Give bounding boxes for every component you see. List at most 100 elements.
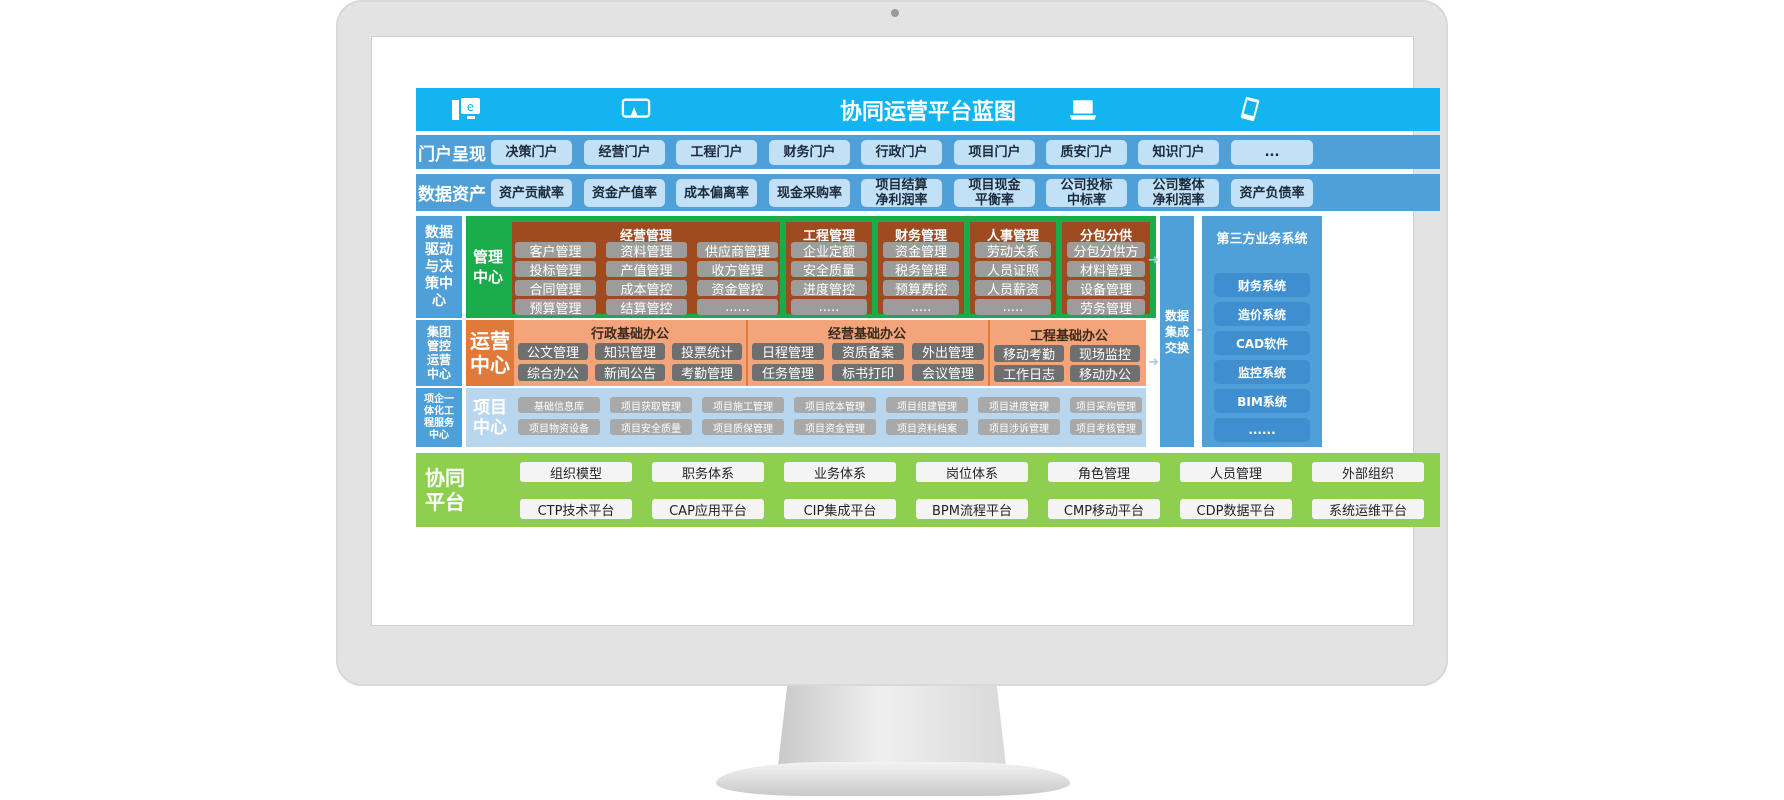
data-asset-item[interactable]: 资金产值率 <box>584 179 665 207</box>
project-item[interactable]: 项目施工管理 <box>702 397 784 413</box>
system-item[interactable]: ...... <box>1214 418 1310 442</box>
ops-item[interactable]: 外出管理 <box>912 343 984 361</box>
mgmt-item[interactable]: 分包分供方 <box>1067 242 1145 260</box>
mgmt-item[interactable]: 材料管理 <box>1067 261 1145 279</box>
ops-item[interactable]: 公文管理 <box>518 343 588 361</box>
mgmt-item[interactable]: 预算费控 <box>883 280 959 298</box>
portal-item[interactable]: 经营门户 <box>584 140 665 165</box>
mgmt-item[interactable]: 供应商管理 <box>697 242 778 260</box>
project-item[interactable]: 项目资料档案 <box>886 419 968 435</box>
ops-item[interactable]: 考勤管理 <box>672 364 742 382</box>
project-item[interactable]: 项目涉诉管理 <box>978 419 1060 435</box>
project-item[interactable]: 项目成本管理 <box>794 397 876 413</box>
mgmt-item[interactable]: 产值管理 <box>606 261 687 279</box>
platform-item[interactable]: 系统运维平台 <box>1312 499 1424 519</box>
mgmt-item[interactable]: 资金管理 <box>883 242 959 260</box>
platform-item[interactable]: 组织模型 <box>520 462 632 482</box>
data-asset-item[interactable]: 公司整体 净利润率 <box>1138 178 1219 208</box>
project-item[interactable]: 项目采购管理 <box>1070 397 1142 413</box>
data-asset-item[interactable]: 资产负债率 <box>1231 179 1313 207</box>
project-item[interactable]: 项目资金管理 <box>794 419 876 435</box>
mgmt-item[interactable]: 税务管理 <box>883 261 959 279</box>
data-asset-item[interactable]: 项目结算 净利润率 <box>861 178 942 208</box>
platform-item[interactable]: BPM流程平台 <box>916 499 1028 519</box>
ops-item[interactable]: 任务管理 <box>752 364 824 382</box>
portal-item[interactable]: 财务门户 <box>769 140 850 165</box>
ops-item[interactable]: 日程管理 <box>752 343 824 361</box>
ops-item[interactable]: 综合办公 <box>518 364 588 382</box>
platform-item[interactable]: 人员管理 <box>1180 462 1292 482</box>
mgmt-item[interactable]: 结算管控 <box>606 299 687 317</box>
project-item[interactable]: 基础信息库 <box>518 397 600 413</box>
portal-item[interactable]: ... <box>1231 140 1313 165</box>
mgmt-item[interactable]: 劳动关系 <box>975 242 1051 260</box>
platform-item[interactable]: CTP技术平台 <box>520 499 632 519</box>
platform-item[interactable]: 角色管理 <box>1048 462 1160 482</box>
mgmt-item[interactable]: 客户管理 <box>515 242 596 260</box>
mgmt-item[interactable]: 预算管理 <box>515 299 596 317</box>
ops-item[interactable]: 工作日志 <box>994 365 1064 383</box>
mgmt-item[interactable]: 成本管控 <box>606 280 687 298</box>
mgmt-item[interactable]: 企业定额 <box>791 242 867 260</box>
mgmt-item[interactable]: 安全质量 <box>791 261 867 279</box>
project-item[interactable]: 项目质保管理 <box>702 419 784 435</box>
system-item[interactable]: 财务系统 <box>1214 273 1310 297</box>
data-asset-item[interactable]: 项目现金 平衡率 <box>954 178 1035 208</box>
data-asset-item[interactable]: 公司投标 中标率 <box>1046 178 1127 208</box>
mgmt-item[interactable]: 劳务管理 <box>1067 299 1145 317</box>
system-item[interactable]: 造价系统 <box>1214 302 1310 326</box>
system-item[interactable]: 监控系统 <box>1214 360 1310 384</box>
ops-item[interactable]: 资质备案 <box>832 343 904 361</box>
collab-platform: 协同 平台 组织模型 职务体系 业务体系 岗位体系 角色管理 人员管理 外部组织… <box>416 453 1440 527</box>
platform-item[interactable]: 岗位体系 <box>916 462 1028 482</box>
mgmt-item[interactable]: ..... <box>883 299 959 315</box>
ops-item[interactable]: 投票统计 <box>672 343 742 361</box>
project-item[interactable]: 项目获取管理 <box>610 397 692 413</box>
portal-item[interactable]: 质安门户 <box>1046 140 1127 165</box>
ops-item[interactable]: 知识管理 <box>595 343 665 361</box>
data-assets-row: 数据资产 资产贡献率 资金产值率 成本偏离率 现金采购率 项目结算 净利润率 项… <box>416 174 1440 211</box>
mgmt-item[interactable]: 人员薪资 <box>975 280 1051 298</box>
data-asset-item[interactable]: 现金采购率 <box>769 179 850 207</box>
platform-item[interactable]: CIP集成平台 <box>784 499 896 519</box>
project-item[interactable]: 项目安全质量 <box>610 419 692 435</box>
project-item[interactable]: 项目考核管理 <box>1070 419 1142 435</box>
panel-hr-management: 人事管理 劳动关系 人员证照 人员薪资 ..... <box>968 220 1058 316</box>
mgmt-item[interactable]: ..... <box>975 299 1051 315</box>
mgmt-item[interactable]: 投标管理 <box>515 261 596 279</box>
ops-item[interactable]: 移动办公 <box>1070 365 1140 383</box>
project-item[interactable]: 项目进度管理 <box>978 397 1060 413</box>
platform-item[interactable]: 外部组织 <box>1312 462 1424 482</box>
project-item[interactable]: 项目物资设备 <box>518 419 600 435</box>
data-asset-item[interactable]: 资产贡献率 <box>491 179 572 207</box>
platform-item[interactable]: CAP应用平台 <box>652 499 764 519</box>
platform-item[interactable]: 职务体系 <box>652 462 764 482</box>
ops-item[interactable]: 现场监控 <box>1070 345 1140 363</box>
platform-item[interactable]: CDP数据平台 <box>1180 499 1292 519</box>
mgmt-item[interactable]: 设备管理 <box>1067 280 1145 298</box>
mgmt-item[interactable]: 资料管理 <box>606 242 687 260</box>
mgmt-item[interactable]: 进度管控 <box>791 280 867 298</box>
portal-item[interactable]: 项目门户 <box>954 140 1035 165</box>
mgmt-item[interactable]: 人员证照 <box>975 261 1051 279</box>
ops-item[interactable]: 标书打印 <box>832 364 904 382</box>
mgmt-item[interactable]: ..... <box>791 299 867 315</box>
project-item[interactable]: 项目组建管理 <box>886 397 968 413</box>
mgmt-item[interactable]: 收方管理 <box>697 261 778 279</box>
mgmt-item[interactable]: 资金管控 <box>697 280 778 298</box>
platform-item[interactable]: 业务体系 <box>784 462 896 482</box>
platform-item[interactable]: CMP移动平台 <box>1048 499 1160 519</box>
mgmt-item[interactable]: ...... <box>697 299 778 315</box>
data-asset-item[interactable]: 成本偏离率 <box>676 179 757 207</box>
panel-engineering-management: 工程管理 企业定额 安全质量 进度管控 ..... <box>784 220 874 316</box>
ops-item[interactable]: 新闻公告 <box>595 364 665 382</box>
ops-item[interactable]: 会议管理 <box>912 364 984 382</box>
portal-item[interactable]: 工程门户 <box>676 140 757 165</box>
system-item[interactable]: BIM系统 <box>1214 389 1310 413</box>
portal-item[interactable]: 知识门户 <box>1138 140 1219 165</box>
mgmt-item[interactable]: 合同管理 <box>515 280 596 298</box>
portal-item[interactable]: 行政门户 <box>861 140 942 165</box>
system-item[interactable]: CAD软件 <box>1214 331 1310 355</box>
portal-item[interactable]: 决策门户 <box>491 140 572 165</box>
ops-item[interactable]: 移动考勤 <box>994 345 1064 363</box>
